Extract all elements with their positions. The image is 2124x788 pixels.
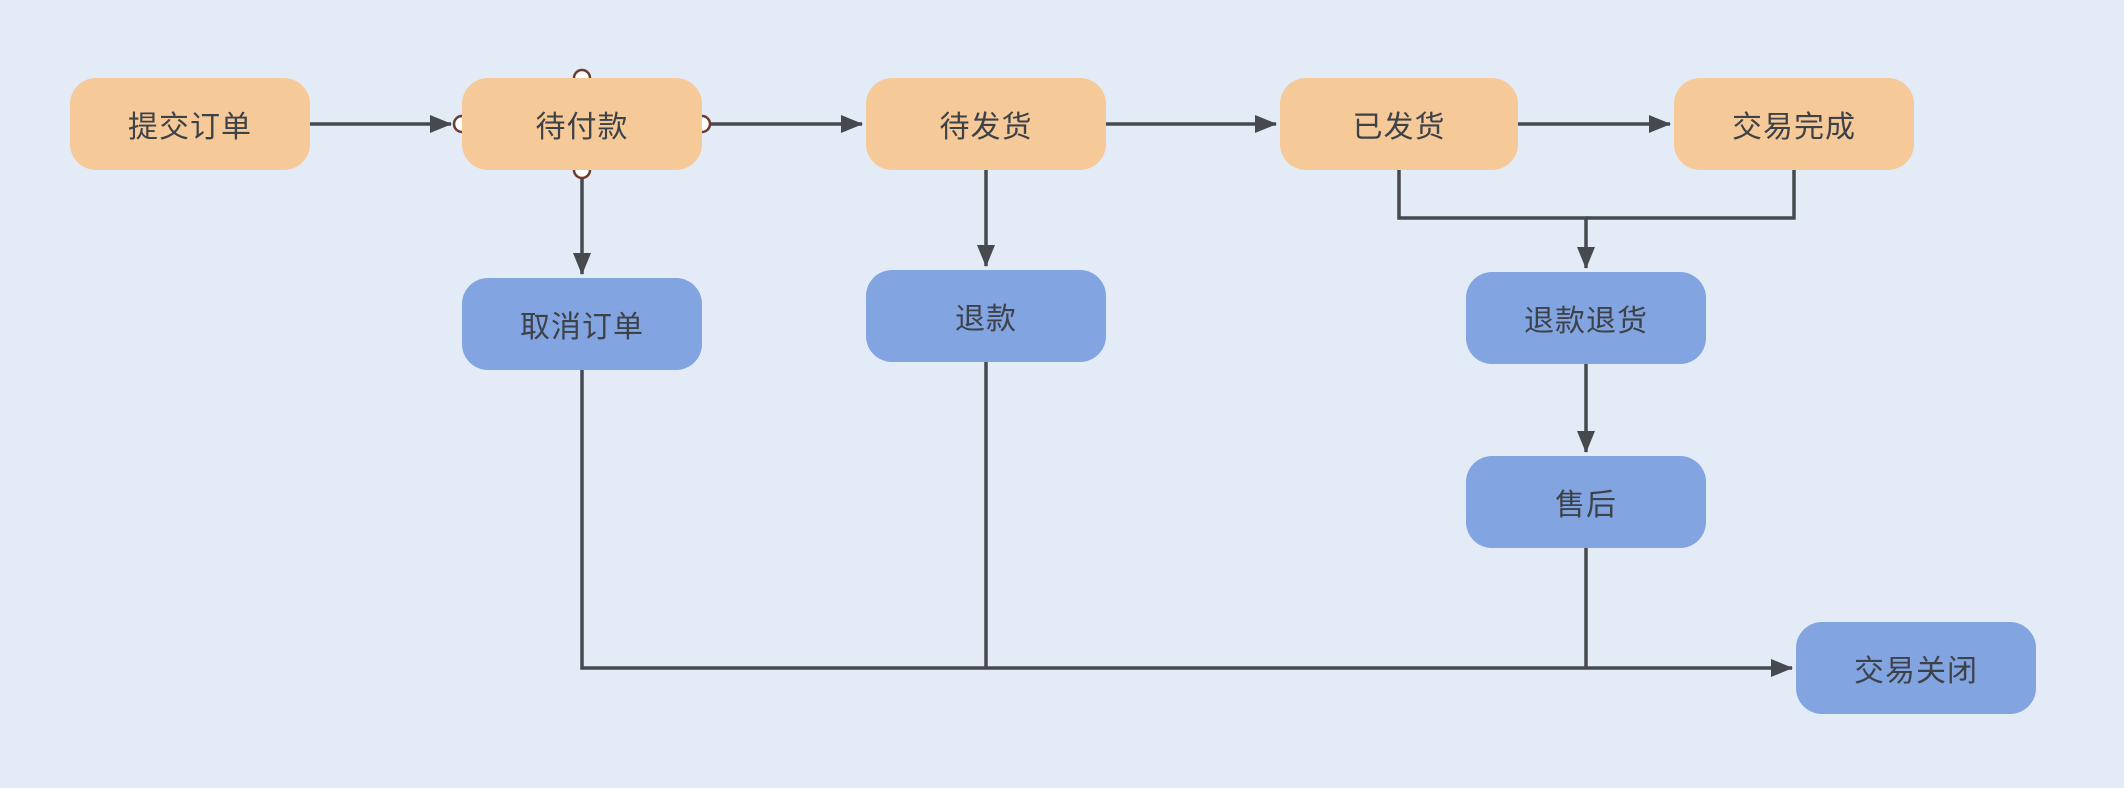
node-label: 待发货 xyxy=(939,111,1033,144)
edge-cancel-order-to-trade-closed[interactable] xyxy=(580,370,1793,677)
node-label: 交易关闭 xyxy=(1854,655,1978,688)
node-label: 售后 xyxy=(1555,489,1617,522)
node-label: 退款 xyxy=(955,303,1017,336)
node-refund[interactable]: 退款 xyxy=(866,270,1106,362)
node-label: 交易完成 xyxy=(1732,111,1856,144)
node-trade-complete[interactable]: 交易完成 xyxy=(1674,78,1914,170)
node-label: 取消订单 xyxy=(520,311,644,344)
node-label: 待付款 xyxy=(535,111,629,144)
node-pending-shipment[interactable]: 待发货 xyxy=(866,78,1106,170)
node-shipped[interactable]: 已发货 xyxy=(1280,78,1518,170)
node-pending-payment[interactable]: 待付款 xyxy=(462,78,702,170)
edge-trade-complete-to-refund-return[interactable] xyxy=(1586,170,1796,220)
node-submit-order[interactable]: 提交订单 xyxy=(70,78,310,170)
node-after-sales[interactable]: 售后 xyxy=(1466,456,1706,548)
node-label: 提交订单 xyxy=(128,111,252,144)
node-label: 已发货 xyxy=(1352,111,1446,144)
node-refund-return[interactable]: 退款退货 xyxy=(1466,272,1706,364)
node-cancel-order[interactable]: 取消订单 xyxy=(462,278,702,370)
node-label: 退款退货 xyxy=(1524,305,1648,338)
edge-shipped-to-refund-return[interactable] xyxy=(1397,170,1595,269)
node-trade-closed[interactable]: 交易关闭 xyxy=(1796,622,2036,714)
